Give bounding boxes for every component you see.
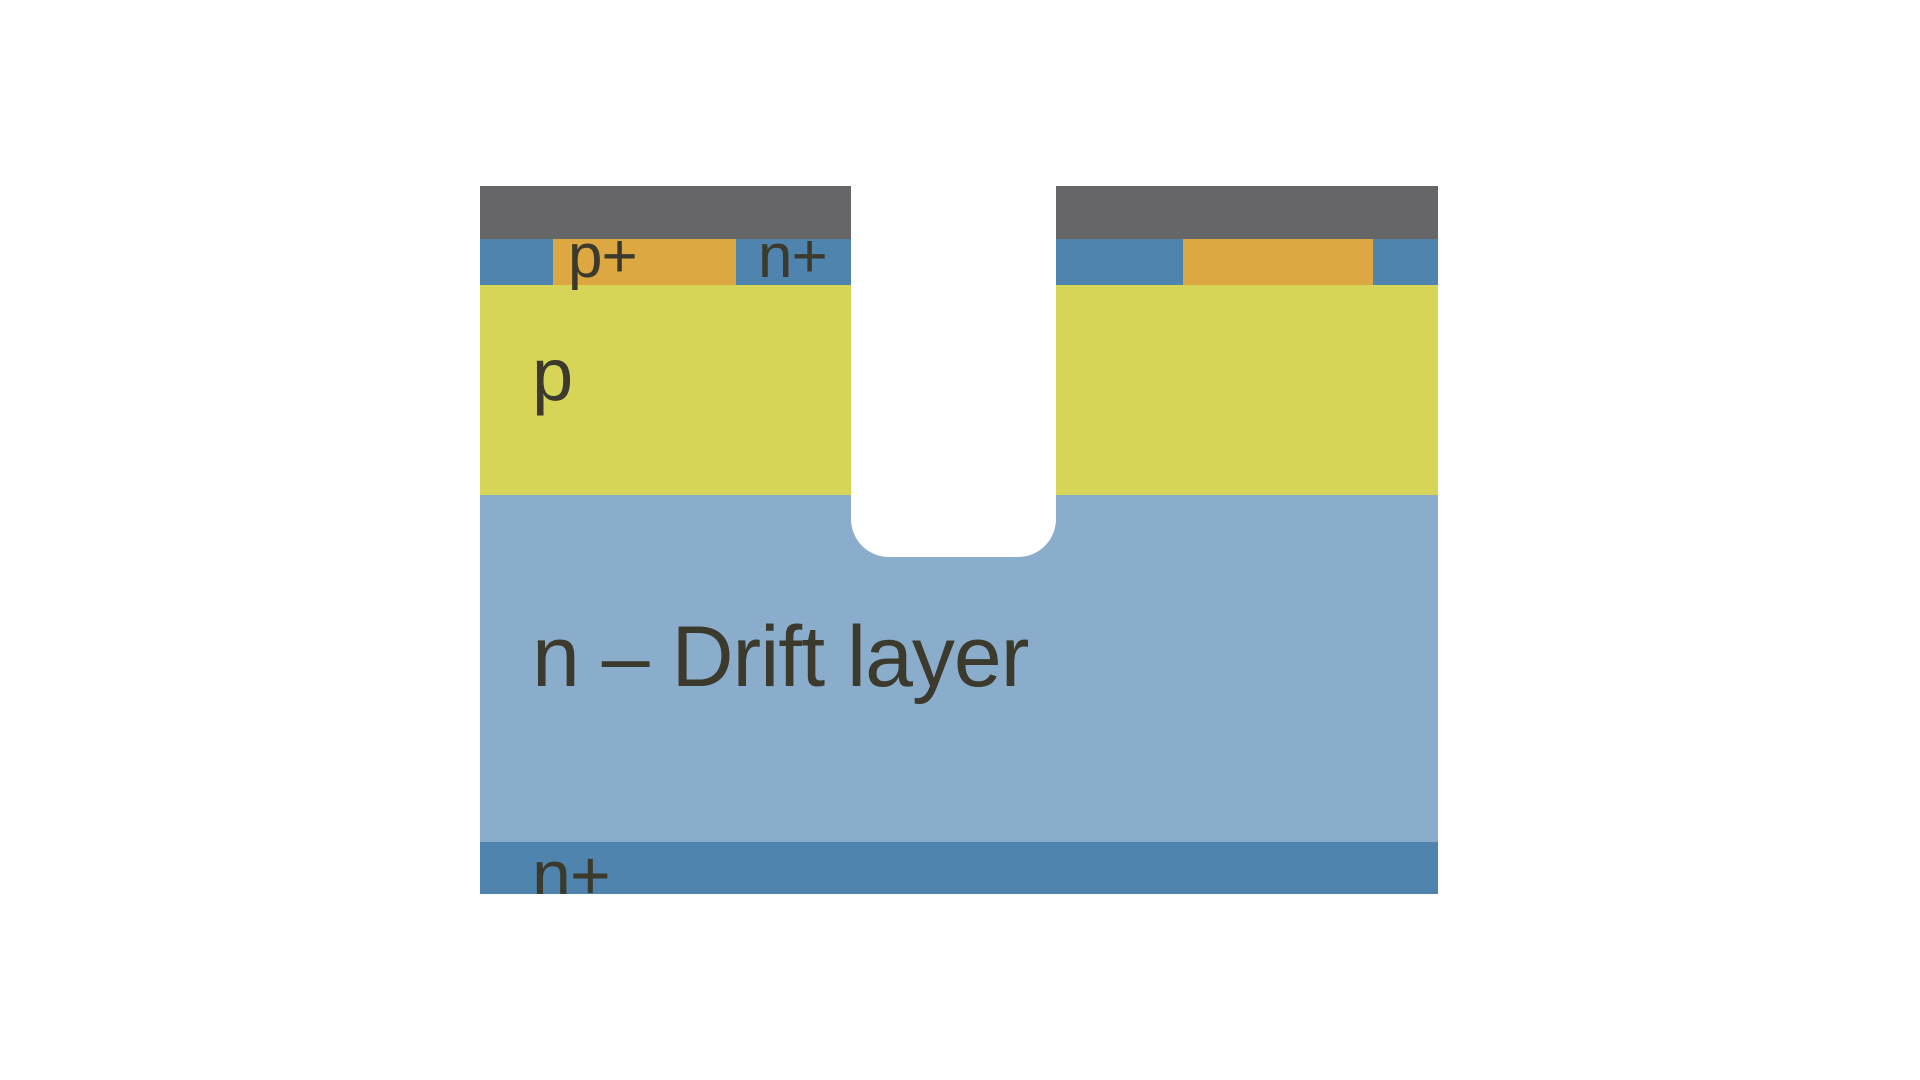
p-label: p [532,333,573,416]
n-plus-bottom-label: n+ [532,836,611,894]
drift-layer-label: n – Drift layer [532,609,1029,705]
n-plus-top-label: n+ [758,222,828,291]
p-plus-label: p+ [568,222,638,291]
p-plus-region-left [553,239,736,285]
n-plus-substrate [480,842,1438,894]
n-plus-bottom-label-clip: n+ [480,820,780,894]
gate-trench [851,180,1056,557]
p-plus-region-right [1183,239,1373,285]
